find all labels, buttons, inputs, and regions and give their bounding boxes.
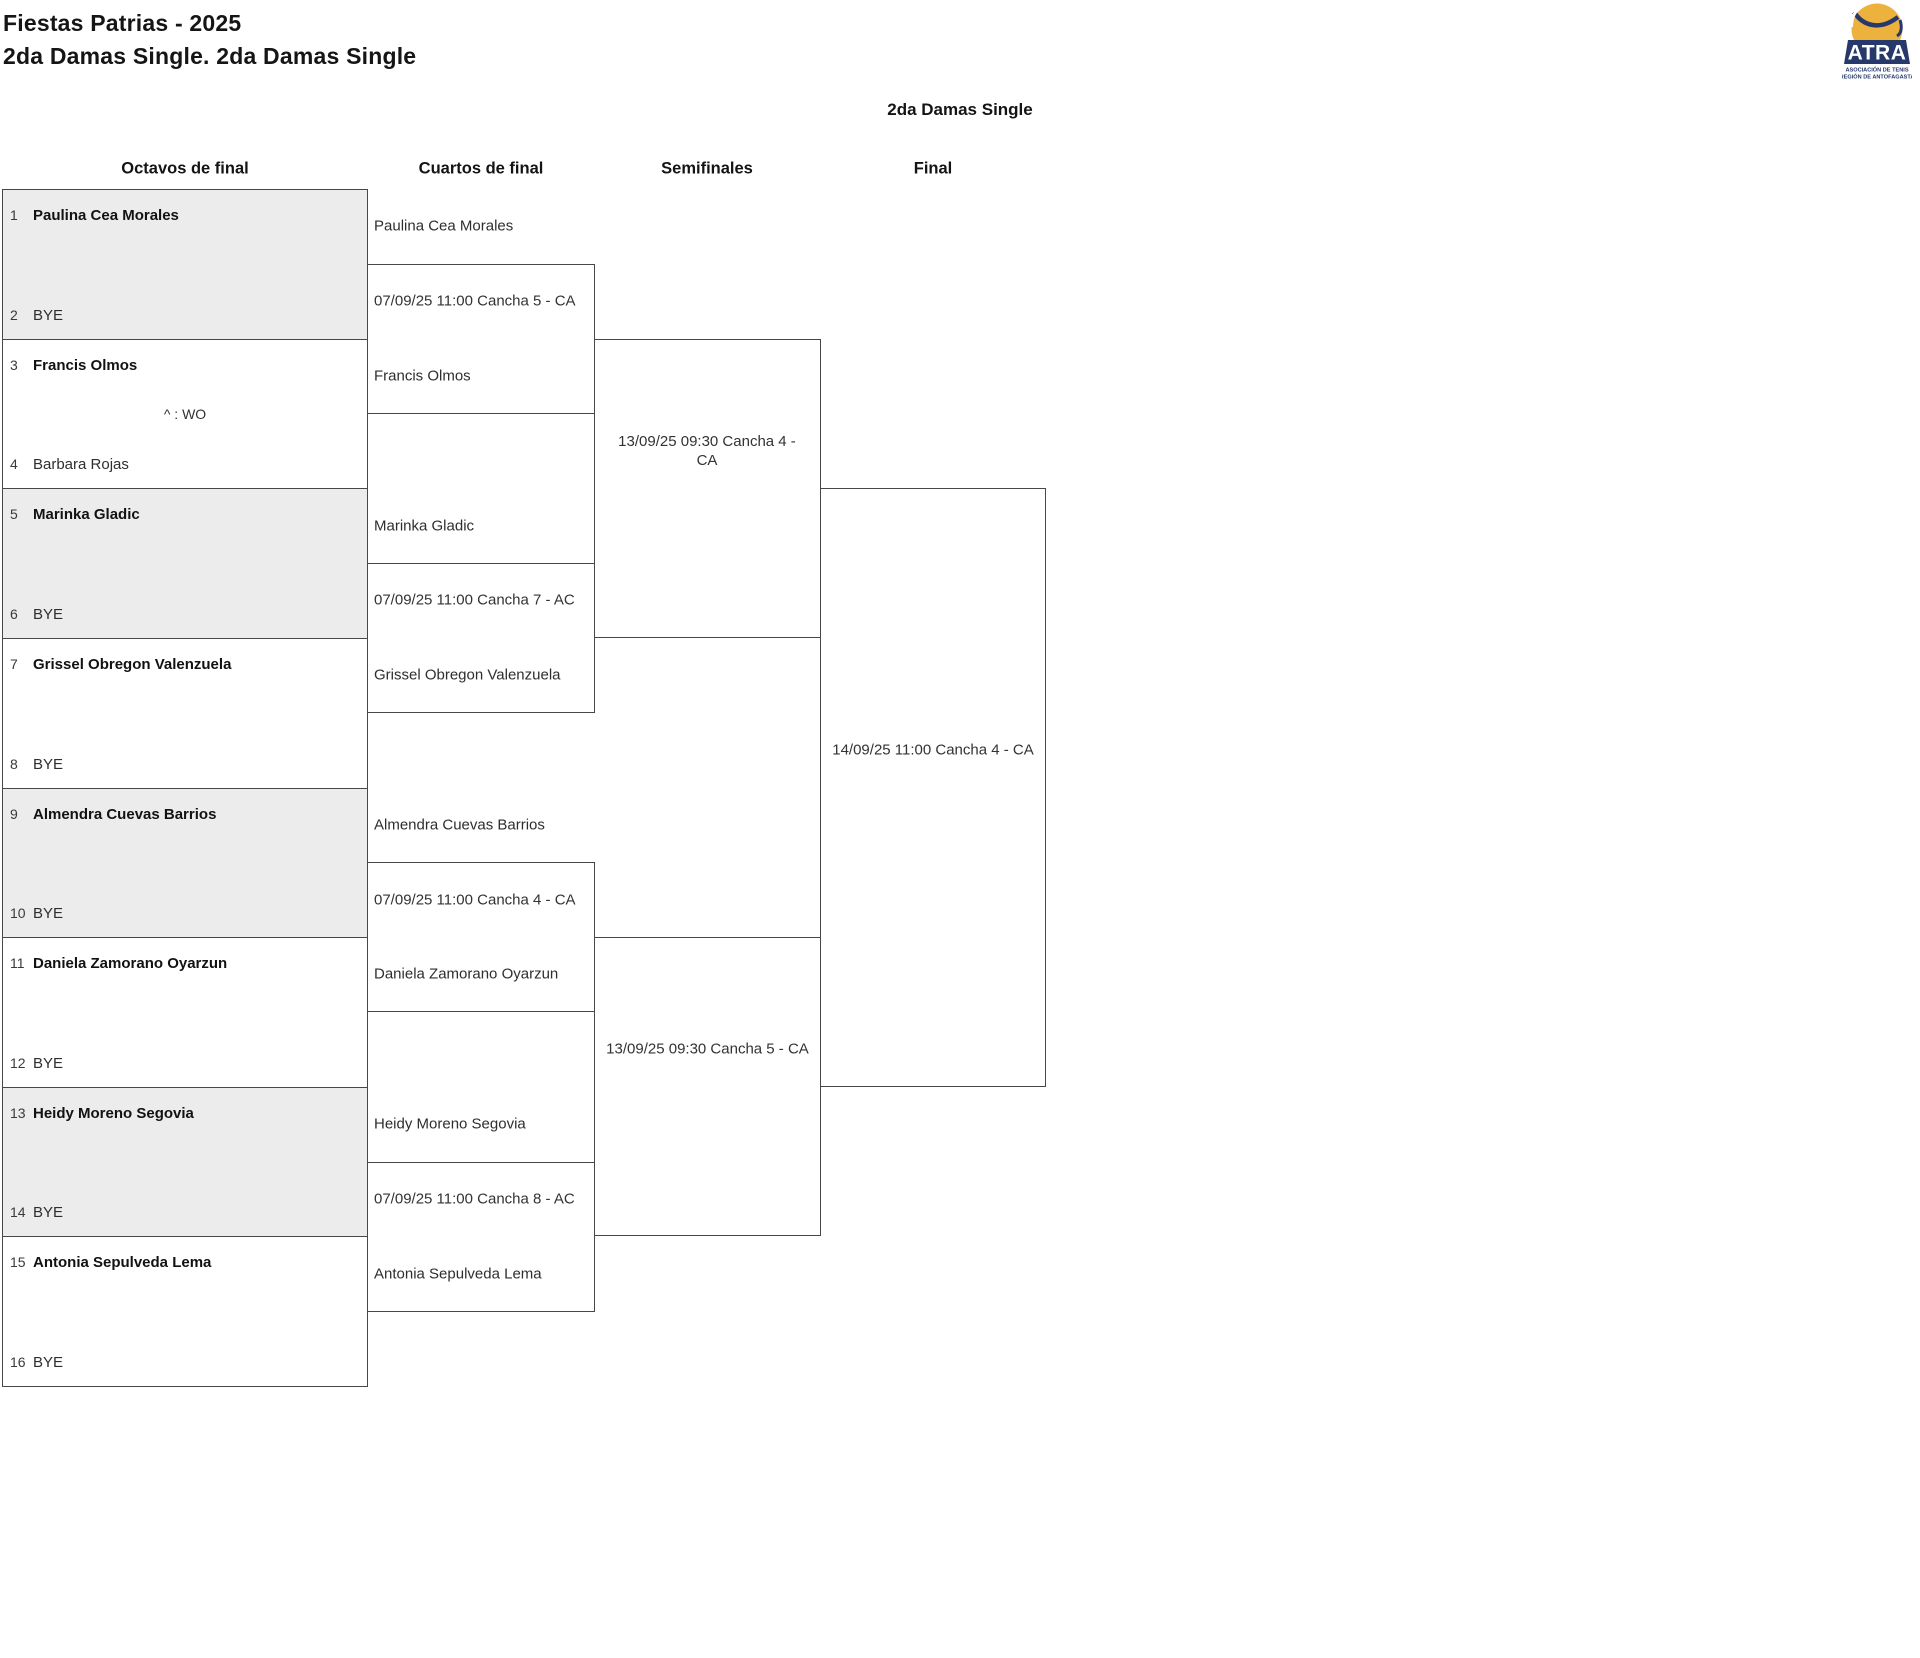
octavos-pair-2: 3 Francis Olmos ^ : WO 4 Barbara Rojas	[2, 339, 368, 489]
seed-number: 4	[10, 456, 18, 472]
seed-number: 6	[10, 606, 18, 622]
seed-number: 9	[10, 806, 18, 822]
advancing-player: Paulina Cea Morales	[374, 217, 514, 235]
seed-number: 1	[10, 207, 18, 223]
seed-number: 12	[10, 1055, 26, 1071]
player-name: BYE	[33, 756, 64, 773]
semifinal-match-box-2	[594, 937, 821, 1236]
bracket-slot-3: 3 Francis Olmos	[10, 355, 361, 376]
bracket-slot-16: 16 BYE	[10, 1352, 361, 1373]
bracket-slot-4: 4 Barbara Rojas	[10, 454, 361, 475]
bracket-slot-7: 7 Grissel Obregon Valenzuela	[10, 654, 361, 675]
final-schedule: 14/09/25 11:00 Cancha 4 - CA	[832, 741, 1034, 759]
player-name: BYE	[33, 606, 64, 623]
round-header-octavos: Octavos de final	[121, 159, 249, 178]
octavos-pair-4: 7 Grissel Obregon Valenzuela 8 BYE	[2, 638, 368, 789]
player-name: Marinka Gladic	[33, 506, 140, 523]
advancing-player: Francis Olmos	[374, 367, 471, 385]
player-name: Francis Olmos	[33, 357, 138, 374]
page-title-block: Fiestas Patrias - 2025 2da Damas Single.…	[3, 7, 416, 73]
round-header-final: Final	[913, 159, 953, 178]
walkover-note: ^ : WO	[163, 406, 207, 422]
category-subtitle: 2da Damas Single. 2da Damas Single	[3, 43, 417, 69]
logo-subtitle-2: REGIÓN DE ANTOFAGASTA	[1842, 73, 1912, 81]
seed-number: 11	[10, 955, 25, 971]
match-schedule: 07/09/25 11:00 Cancha 4 - CA	[374, 891, 576, 909]
player-name: Paulina Cea Morales	[33, 207, 179, 224]
octavos-pair-1: 1 Paulina Cea Morales 2 BYE	[2, 189, 368, 340]
cuartos-match-box-3	[367, 862, 595, 1012]
advancing-player: Antonia Sepulveda Lema	[374, 1265, 542, 1283]
bracket-slot-14: 14 BYE	[10, 1202, 361, 1223]
bracket-slot-9: 9 Almendra Cuevas Barrios	[10, 804, 361, 825]
match-schedule: 07/09/25 11:00 Cancha 8 - AC	[374, 1190, 575, 1208]
cuartos-match-box-2	[367, 563, 595, 713]
player-name: Grissel Obregon Valenzuela	[33, 656, 232, 673]
advancing-player: Heidy Moreno Segovia	[374, 1115, 526, 1133]
bracket-slot-1: 1 Paulina Cea Morales	[10, 205, 361, 226]
player-name: BYE	[33, 1055, 64, 1072]
octavos-pair-3: 5 Marinka Gladic 6 BYE	[2, 488, 368, 639]
player-name: Almendra Cuevas Barrios	[33, 806, 217, 823]
tournament-title: Fiestas Patrias - 2025	[3, 10, 242, 36]
player-name: Heidy Moreno Segovia	[33, 1105, 194, 1122]
logo-acronym: ATRA	[1848, 42, 1907, 65]
bracket-slot-12: 12 BYE	[10, 1053, 361, 1074]
seed-number: 14	[10, 1204, 26, 1220]
match-schedule: 07/09/25 11:00 Cancha 5 - CA	[374, 292, 576, 310]
semifinal-match-box-1	[594, 339, 821, 638]
player-name: BYE	[33, 1354, 64, 1371]
logo-band	[1844, 40, 1910, 64]
advancing-player: Grissel Obregon Valenzuela	[374, 666, 561, 684]
seed-number: 15	[10, 1254, 26, 1270]
cuartos-match-box-1	[367, 264, 595, 414]
bracket-title: 2da Damas Single	[887, 100, 1033, 119]
round-header-semifinales: Semifinales	[661, 159, 753, 178]
player-name: BYE	[33, 307, 64, 324]
player-name: Barbara Rojas	[33, 456, 129, 473]
player-name: Daniela Zamorano Oyarzun	[33, 955, 228, 972]
octavos-pair-5: 9 Almendra Cuevas Barrios 10 BYE	[2, 788, 368, 938]
seed-number: 16	[10, 1354, 26, 1370]
seed-number: 13	[10, 1105, 26, 1121]
bracket-slot-10: 10 BYE	[10, 903, 361, 924]
player-name: Antonia Sepulveda Lema	[33, 1254, 212, 1271]
bracket-slot-5: 5 Marinka Gladic	[10, 504, 361, 525]
bracket-slot-6: 6 BYE	[10, 604, 361, 625]
seed-number: 8	[10, 756, 18, 772]
player-name: BYE	[33, 905, 64, 922]
bracket-slot-11: 11 Daniela Zamorano Oyarzun	[10, 953, 361, 974]
seed-number: 10	[10, 905, 26, 921]
bracket-slot-13: 13 Heidy Moreno Segovia	[10, 1103, 361, 1124]
octavos-pair-7: 13 Heidy Moreno Segovia 14 BYE	[2, 1087, 368, 1237]
seed-number: 2	[10, 307, 18, 323]
seed-number: 7	[10, 656, 18, 672]
advancing-player: Marinka Gladic	[374, 517, 475, 535]
octavos-pair-8: 15 Antonia Sepulveda Lema 16 BYE	[2, 1236, 368, 1387]
advancing-player: Daniela Zamorano Oyarzun	[374, 965, 559, 983]
match-schedule: 07/09/25 11:00 Cancha 7 - AC	[374, 591, 575, 609]
bracket-slot-15: 15 Antonia Sepulveda Lema	[10, 1252, 361, 1273]
logo-subtitle-1: ASOCIACIÓN DE TENIS	[1845, 66, 1908, 74]
seed-number: 3	[10, 357, 18, 373]
final-match-box	[820, 488, 1046, 1087]
semifinal-schedule-2: 13/09/25 09:30 Cancha 5 - CA	[606, 1040, 809, 1058]
semifinal-schedule-1: 13/09/25 09:30 Cancha 4 - CA	[618, 433, 796, 469]
player-name: BYE	[33, 1204, 64, 1221]
atra-logo: ATRA ASOCIACIÓN DE TENIS REGIÓN DE ANTOF…	[1842, 3, 1912, 81]
cuartos-match-box-4	[367, 1162, 595, 1312]
bracket-slot-8: 8 BYE	[10, 754, 361, 775]
octavos-pair-6: 11 Daniela Zamorano Oyarzun 12 BYE	[2, 937, 368, 1088]
seed-number: 5	[10, 506, 18, 522]
round-header-cuartos: Cuartos de final	[418, 159, 544, 178]
advancing-player: Almendra Cuevas Barrios	[374, 816, 545, 834]
bracket-slot-2: 2 BYE	[10, 305, 361, 326]
